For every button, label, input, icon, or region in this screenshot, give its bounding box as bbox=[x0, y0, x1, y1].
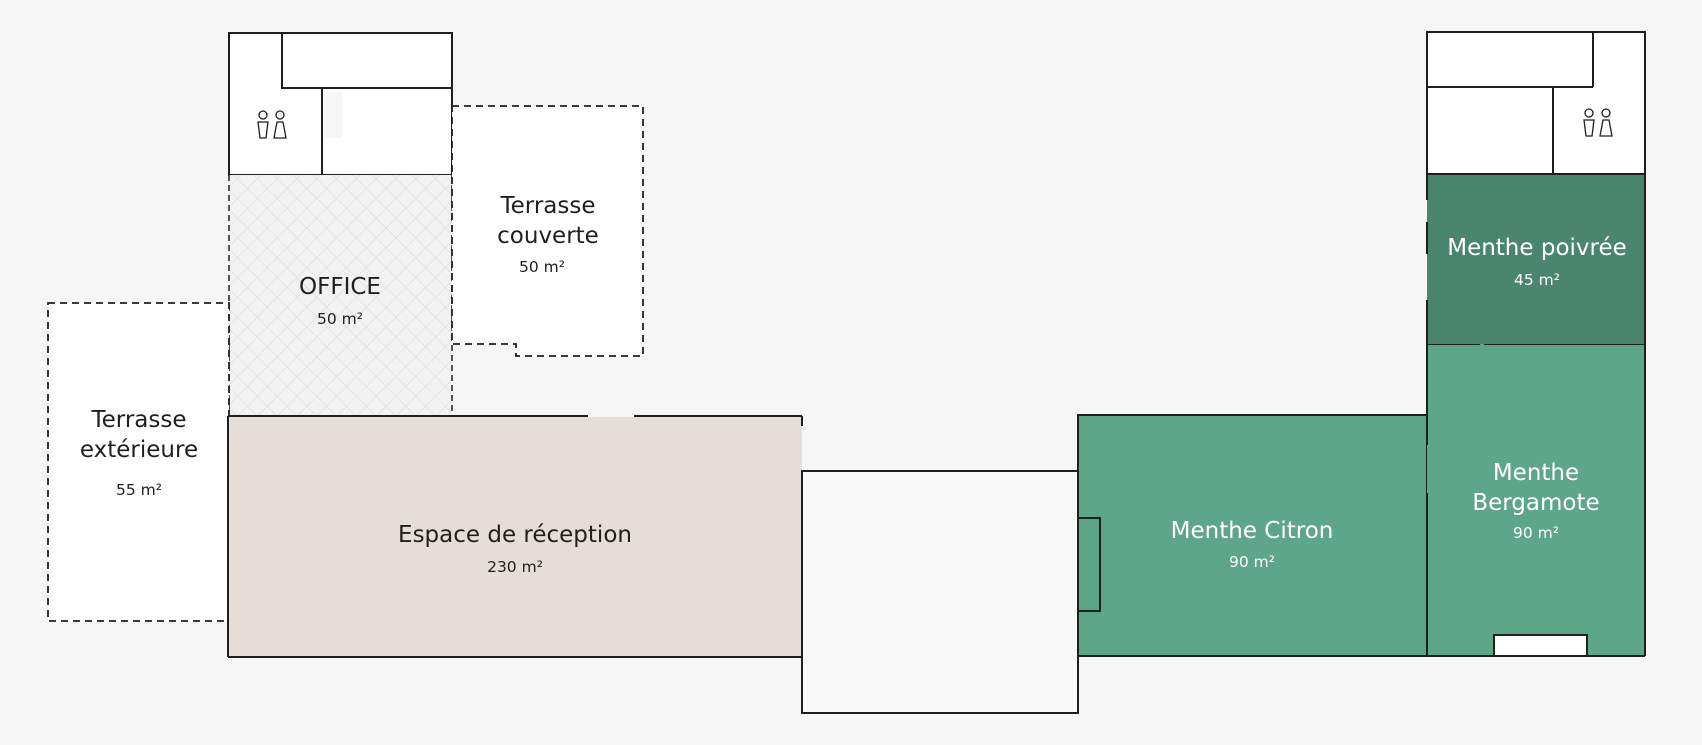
terrasse-exterieure-name-line1: Terrasse bbox=[90, 407, 186, 433]
terrasse-exterieure-name-line2: extérieure bbox=[80, 437, 198, 463]
room-terrasse-couverte bbox=[451, 105, 644, 357]
reception-name: Espace de réception bbox=[398, 522, 632, 548]
menthe-citron-name: Menthe Citron bbox=[1171, 518, 1334, 544]
room-menthe-citron bbox=[1077, 414, 1428, 657]
office-area: 50 m² bbox=[317, 310, 363, 328]
terrasse-couverte-area: 50 m² bbox=[519, 258, 565, 276]
restroom-icon bbox=[1583, 108, 1613, 137]
room-reception bbox=[227, 415, 803, 658]
room-terrasse-exterieure bbox=[47, 302, 230, 622]
menthe-poivree-area: 45 m² bbox=[1514, 271, 1560, 289]
menthe-bergamote-area: 90 m² bbox=[1513, 524, 1559, 542]
reception-area: 230 m² bbox=[487, 558, 543, 576]
terrasse-exterieure-area: 55 m² bbox=[116, 481, 162, 499]
menthe-citron-area: 90 m² bbox=[1229, 553, 1275, 571]
room-office bbox=[228, 175, 453, 417]
menthe-poivree-name: Menthe poivrée bbox=[1447, 235, 1627, 261]
menthe-bergamote-name-line1: Menthe bbox=[1493, 460, 1579, 486]
restroom-icon bbox=[257, 110, 287, 139]
restroom-block-left bbox=[228, 32, 453, 176]
terrasse-couverte-name-line1: Terrasse bbox=[499, 193, 595, 219]
room-menthe-bergamote bbox=[1426, 343, 1646, 657]
restroom-block-right bbox=[1426, 31, 1646, 175]
room-menthe-poivree bbox=[1426, 173, 1646, 356]
corridor bbox=[801, 470, 1079, 714]
menthe-bergamote-name-line2: Bergamote bbox=[1472, 490, 1599, 516]
terrasse-couverte-name-line2: couverte bbox=[497, 223, 599, 249]
office-name: OFFICE bbox=[299, 274, 381, 300]
